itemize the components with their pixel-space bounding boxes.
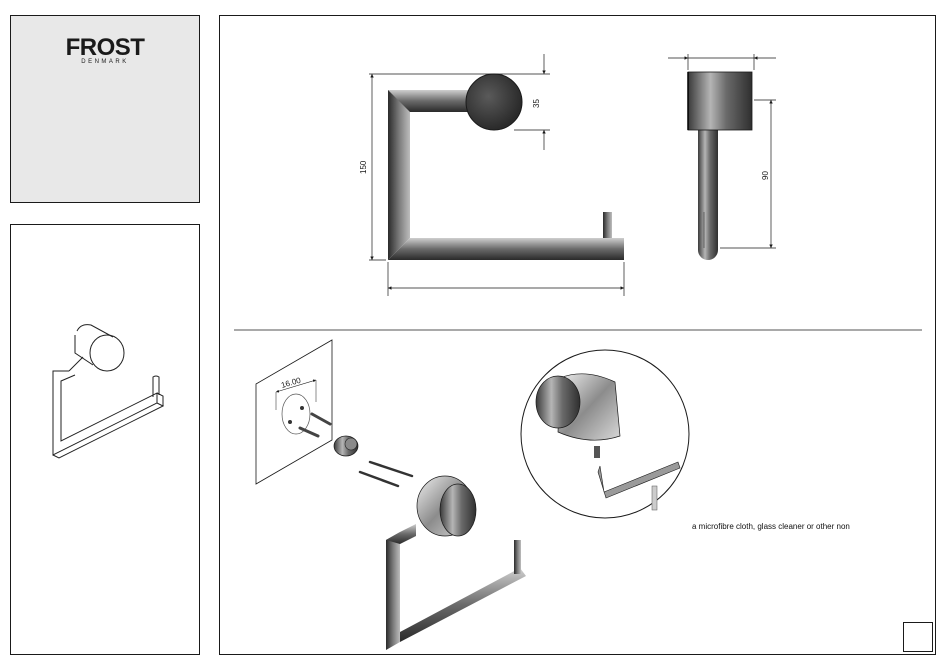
dim-height-label: 150 — [359, 160, 368, 174]
side-view — [688, 72, 752, 260]
product-line-drawing — [11, 225, 201, 656]
front-vertical-bar — [388, 90, 410, 260]
installed-product — [386, 476, 526, 650]
brand-subtitle: DENMARK — [11, 59, 199, 65]
front-view — [388, 74, 624, 260]
mounting-screws — [360, 462, 412, 486]
dim-diameter-label: 35 — [532, 99, 541, 108]
front-post — [603, 212, 612, 238]
care-instruction-text: a microfibre cloth, glass cleaner or oth… — [692, 522, 850, 531]
product-thumbnail-panel — [10, 224, 200, 655]
dim-depth-label: 90 — [761, 171, 770, 180]
front-bottom-bar — [388, 238, 624, 260]
brand-logo: FROST — [11, 34, 199, 62]
installation-view: 16.00 — [256, 340, 689, 650]
side-stem — [698, 128, 718, 250]
logo-panel: FROST DENMARK — [10, 15, 200, 203]
technical-drawings: 150 35 90 16 — [220, 16, 937, 656]
technical-drawing-panel: 150 35 90 16 — [219, 15, 936, 655]
page-corner-box — [903, 622, 933, 652]
wall-plate — [256, 340, 332, 484]
side-stem-end — [698, 240, 718, 260]
side-rosette — [688, 72, 752, 130]
front-rosette — [466, 74, 522, 130]
